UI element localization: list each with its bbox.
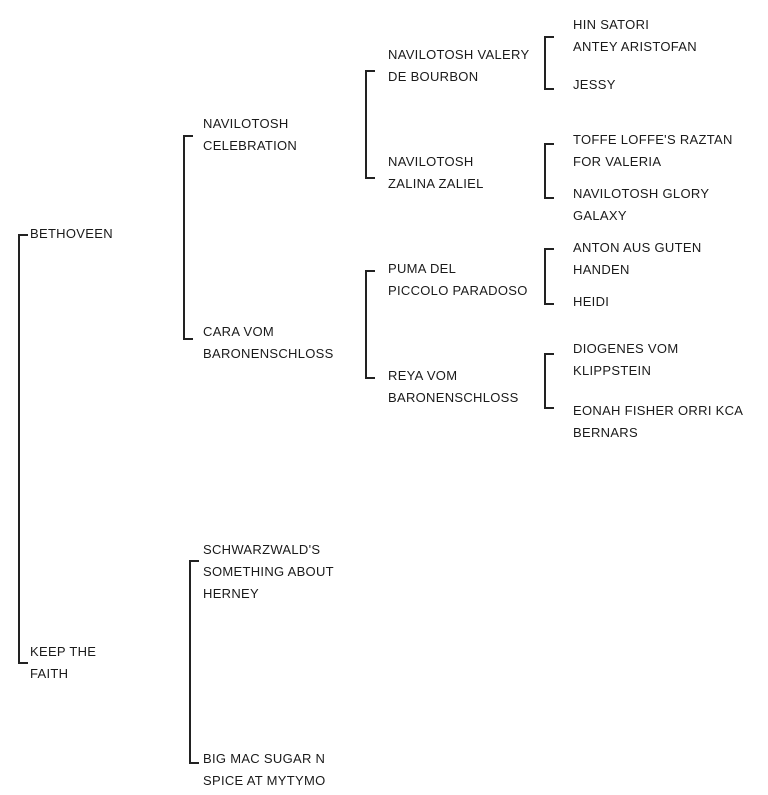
bracket-ss-parents	[365, 70, 367, 179]
dam-sire-name: SCHWARZWALD'S SOMETHING ABOUT HERNEY	[203, 542, 334, 601]
bracket-sds-parents	[544, 248, 546, 305]
sds-dam-name: HEIDI	[573, 294, 610, 309]
bracket-gen1-top	[18, 234, 28, 236]
bracket-ssd-parents	[544, 143, 546, 199]
bracket-sdd-parents-top	[544, 353, 554, 355]
bracket-sd-parents-top	[365, 270, 375, 272]
sire-name: BETHOVEEN	[30, 226, 113, 241]
bracket-sd-parents-bottom	[365, 377, 375, 379]
bracket-dam-parents-bottom	[189, 762, 199, 764]
sire-dam-name: CARA VOM BARONENSCHLOSS	[203, 324, 334, 361]
sss-dam-name: JESSY	[573, 77, 616, 92]
bracket-ssd-parents-bottom	[544, 197, 554, 199]
bracket-sire-parents-top	[183, 135, 193, 137]
sds-sire-name: ANTON AUS GUTEN HANDEN	[573, 240, 702, 277]
bracket-sire-parents	[183, 135, 185, 340]
ssd-sire-name: TOFFE LOFFE'S RAZTAN FOR VALERIA	[573, 132, 733, 169]
bracket-ssd-parents-top	[544, 143, 554, 145]
bracket-sds-parents-top	[544, 248, 554, 250]
dam-dam-name: BIG MAC SUGAR N SPICE AT MYTYMO	[203, 751, 326, 788]
bracket-sss-parents-top	[544, 36, 554, 38]
bracket-sdd-parents	[544, 353, 546, 409]
bracket-dam-parents-top	[189, 560, 199, 562]
sire-sire-name: NAVILOTOSH CELEBRATION	[203, 116, 298, 153]
bracket-sire-parents-bottom	[183, 338, 193, 340]
sdd-dam-name: EONAH FISHER ORRI KCA BERNARS	[573, 403, 744, 440]
bracket-gen1	[18, 234, 20, 664]
bracket-dam-parents	[189, 560, 191, 764]
bracket-sdd-parents-bottom	[544, 407, 554, 409]
dam-name: KEEP THE FAITH	[30, 644, 97, 681]
sd-sire-name: PUMA DEL PICCOLO PARADOSO	[388, 261, 528, 298]
bracket-ss-parents-bottom	[365, 177, 375, 179]
ssd-dam-name: NAVILOTOSH GLORY GALAXY	[573, 186, 710, 223]
ss-sire-name: NAVILOTOSH VALERY DE BOURBON	[388, 47, 530, 84]
bracket-sd-parents	[365, 270, 367, 379]
bracket-ss-parents-top	[365, 70, 375, 72]
bracket-gen1-bottom	[18, 662, 28, 664]
bracket-sds-parents-bottom	[544, 303, 554, 305]
ss-dam-name: NAVILOTOSH ZALINA ZALIEL	[388, 154, 484, 191]
bracket-sss-parents-bottom	[544, 88, 554, 90]
bracket-sss-parents	[544, 36, 546, 90]
sd-dam-name: REYA VOM BARONENSCHLOSS	[388, 368, 519, 405]
sss-sire-name: HIN SATORI ANTEY ARISTOFAN	[573, 17, 697, 54]
sdd-sire-name: DIOGENES VOM KLIPPSTEIN	[573, 341, 679, 378]
